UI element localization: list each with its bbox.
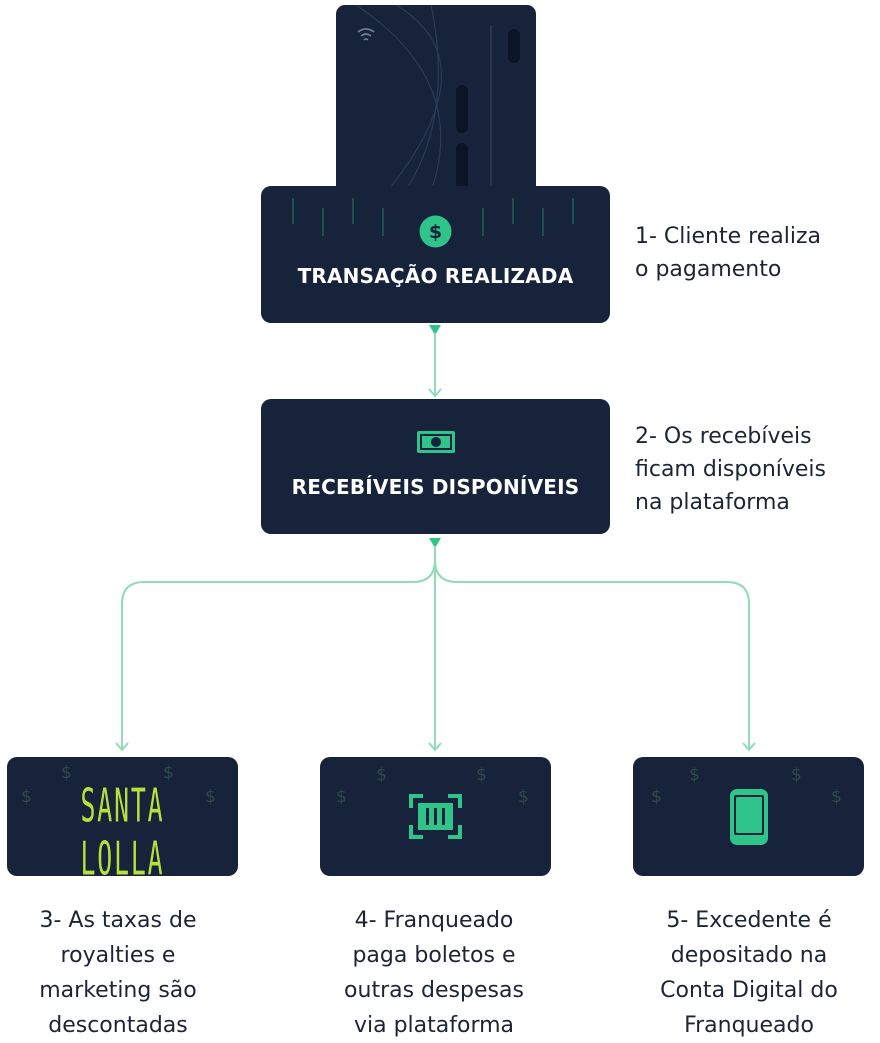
contactless-icon — [357, 28, 375, 41]
payment-card-graphic — [355, 5, 520, 205]
dollar-decor: $ — [21, 787, 32, 807]
connector-arrow-1 — [428, 325, 442, 398]
boletos-box: $ $ $ $ — [320, 757, 551, 876]
surplus-box: $ $ $ $ — [633, 757, 864, 876]
dollar-decor: $ — [205, 787, 216, 807]
payment-card — [336, 5, 536, 205]
receivables-title: RECEBÍVEIS DISPONÍVEIS — [291, 475, 580, 499]
dollar-decor: $ — [651, 787, 662, 807]
dollar-decor: $ — [518, 787, 529, 807]
dollar-decor: $ — [336, 787, 347, 807]
dollar-coin-icon: $ — [419, 215, 452, 248]
dollar-decor: $ — [791, 765, 802, 785]
transaction-description: 1- Cliente realiza o pagamento — [635, 224, 821, 282]
receivables-description: 2- Os recebíveis ficam disponíveis na pl… — [635, 424, 827, 515]
dollar-decor: $ — [831, 787, 842, 807]
banknote-icon — [417, 431, 455, 453]
dollar-decor: $ — [61, 763, 72, 783]
dollar-decor: $ — [689, 765, 700, 785]
barcode-scan-icon — [409, 794, 462, 839]
royalties-caption: 3- As taxas de royalties e marketing são… — [39, 908, 197, 1038]
boletos-caption: 4- Franqueado paga boletos e outras desp… — [344, 908, 524, 1038]
santa-lolla-logo: SANTA LOLLA — [80, 780, 165, 876]
dollar-decor: $ — [163, 763, 174, 783]
receivables-box: RECEBÍVEIS DISPONÍVEIS — [261, 399, 610, 534]
dollar-decor: $ — [476, 765, 487, 785]
svg-text:$: $ — [429, 221, 442, 243]
transaction-box: $ TRANSAÇÃO REALIZADA — [261, 186, 610, 323]
royalties-box: $ $ $ $ SANTA LOLLA — [7, 757, 238, 876]
branch-connectors — [115, 538, 756, 752]
smartphone-icon — [730, 789, 768, 845]
terminal-slot-lines — [292, 198, 574, 236]
dollar-decor: $ — [376, 765, 387, 785]
surplus-caption: 5- Excedente é depositado na Conta Digit… — [660, 908, 838, 1038]
transaction-title: TRANSAÇÃO REALIZADA — [297, 264, 574, 288]
